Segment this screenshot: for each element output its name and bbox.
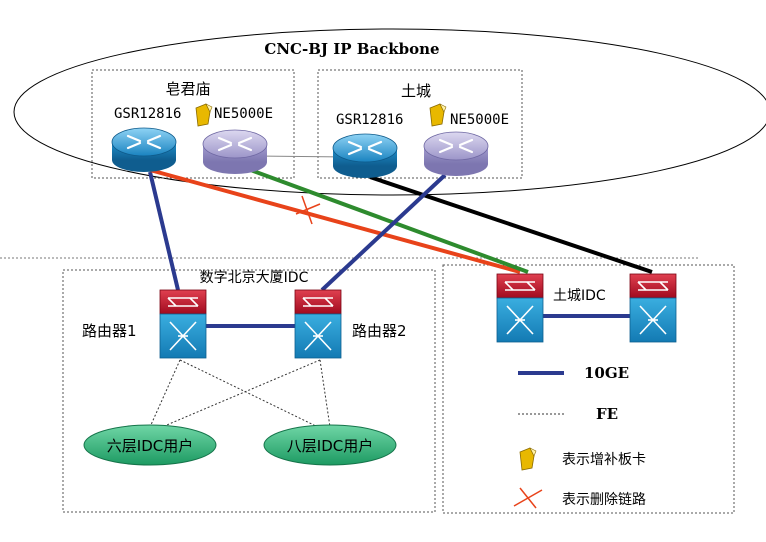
link-deleted-zjm-gsr-to-tucheng-idc <box>149 168 521 274</box>
link-10ge-tucheng-ne5000e-to-router2 <box>320 173 447 292</box>
svg-text:六层IDC用户: 六层IDC用户 <box>107 437 193 455</box>
switch-router1[interactable] <box>159 289 207 359</box>
user-group-floor8[interactable]: 八层IDC用户 <box>263 424 397 466</box>
router-tucheng-ne5000e[interactable] <box>423 131 489 176</box>
fe-links <box>149 359 331 428</box>
link-zjm-gsr-to-tucheng-gsr <box>254 155 349 158</box>
site-box-tucheng <box>317 69 523 179</box>
router-label-zjm-ne: NE5000E <box>214 106 273 122</box>
router-zjm-ne5000e[interactable] <box>202 129 268 174</box>
site-box-zaojunmiao <box>91 69 295 179</box>
line-card-icon <box>195 103 213 127</box>
router-label-tucheng-gsr: GSR12816 <box>336 112 403 128</box>
switch-tucheng-idc-left[interactable] <box>496 273 544 343</box>
link-zjm-ne5000e-to-tucheng-idc <box>236 163 529 274</box>
deleted-link-marker <box>295 195 321 225</box>
idc-label-tucheng: 土城IDC <box>553 288 606 304</box>
legend: 10GE FE 表示增补板卡 表示删除链路 <box>513 364 646 509</box>
router-zjm-gsr12816[interactable] <box>111 127 177 172</box>
switch-router2[interactable] <box>294 289 342 359</box>
site-label-tucheng: 土城 <box>401 82 431 100</box>
user-group-floor6[interactable]: 六层IDC用户 <box>83 424 217 466</box>
backbone-ellipse <box>13 28 766 196</box>
switch-tucheng-idc-right[interactable] <box>629 273 677 343</box>
svg-text:八层IDC用户: 八层IDC用户 <box>287 437 373 455</box>
legend-card-label: 表示增补板卡 <box>562 452 646 468</box>
legend-deleted-label: 表示删除链路 <box>562 492 646 508</box>
router1-label: 路由器1 <box>82 322 137 340</box>
link-tucheng-gsr-to-tucheng-idc <box>369 175 653 274</box>
link-10ge-zjm-gsr-to-router1 <box>148 171 180 291</box>
legend-10ge-label: 10GE <box>584 364 629 382</box>
idc-box-tucheng <box>442 264 735 514</box>
router2-label: 路由器2 <box>352 322 407 340</box>
backbone-title: CNC-BJ IP Backbone <box>264 40 439 58</box>
idc-label-digital: 数字北京大厦IDC <box>200 270 309 286</box>
router-tucheng-gsr12816[interactable] <box>332 133 398 178</box>
site-label-zaojunmiao: 皂君庙 <box>165 80 210 98</box>
legend-fe-label: FE <box>596 405 618 423</box>
legend-card-icon <box>519 447 537 471</box>
router-label-tucheng-ne: NE5000E <box>450 112 509 128</box>
legend-deleted-link-icon <box>513 487 543 509</box>
router-label-zjm-gsr: GSR12816 <box>114 106 181 122</box>
line-card-icon <box>429 103 447 127</box>
idc-box-digital <box>62 269 436 513</box>
